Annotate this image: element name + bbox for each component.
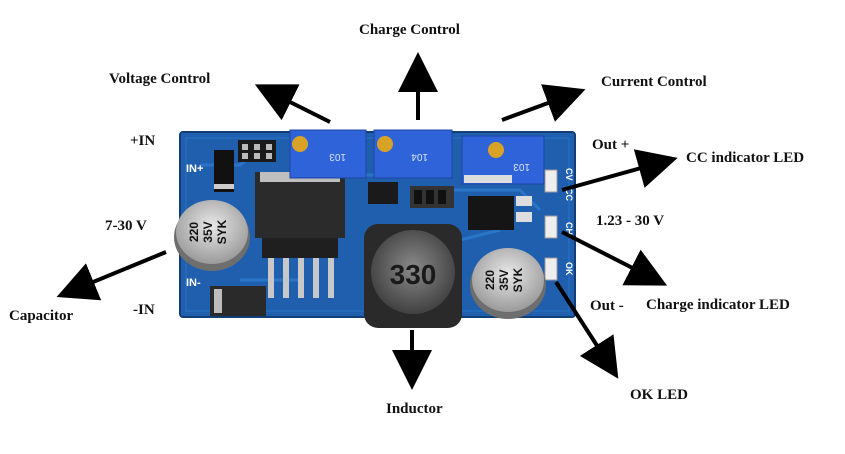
silk-ok: OK bbox=[564, 262, 574, 276]
label-input-range: 7-30 V bbox=[105, 218, 147, 234]
arrow-capacitor bbox=[56, 250, 167, 301]
arrow-voltage-control bbox=[254, 84, 331, 124]
label-in-plus: +IN bbox=[130, 133, 156, 149]
pin-header bbox=[238, 140, 276, 162]
label-out-plus: Out + bbox=[592, 137, 630, 153]
cap-right-voltage: 35V bbox=[497, 269, 511, 290]
label-out-minus: Out - bbox=[590, 298, 624, 314]
label-cc-indicator-led: CC indicator LED bbox=[686, 150, 805, 166]
label-capacitor: Capacitor bbox=[9, 308, 74, 324]
label-in-minus: -IN bbox=[133, 302, 155, 318]
led-cc bbox=[544, 169, 558, 193]
label-inductor: Inductor bbox=[386, 401, 443, 417]
silk-in-minus: IN- bbox=[186, 277, 201, 289]
pot-code-voltage: 103 bbox=[329, 151, 346, 162]
arrows bbox=[56, 52, 678, 390]
cap-left-value: 220 bbox=[187, 222, 201, 242]
silk-ch: CH bbox=[564, 222, 574, 235]
arrow-current-control bbox=[501, 84, 586, 122]
led-ok bbox=[544, 257, 558, 281]
regulator-ic bbox=[255, 172, 345, 298]
potentiometer-charge: 104 bbox=[373, 129, 453, 179]
arrow-ok-led bbox=[554, 280, 619, 379]
capacitor-right: 220 35V SYK bbox=[470, 248, 546, 319]
potentiometer-voltage: 103 bbox=[289, 129, 367, 179]
label-ok-led: OK LED bbox=[630, 387, 688, 403]
silk-cv: CV bbox=[564, 168, 574, 181]
label-charge-indicator-led: Charge indicator LED bbox=[646, 297, 790, 313]
pot-code-current: 103 bbox=[513, 161, 530, 172]
output-diode bbox=[210, 286, 266, 316]
inductor-component: 330 bbox=[364, 224, 462, 328]
inductor-marking: 330 bbox=[390, 259, 437, 290]
cap-left-brand: SYK bbox=[215, 219, 229, 244]
input-diode bbox=[214, 150, 234, 192]
silk-in-plus: IN+ bbox=[186, 163, 203, 175]
label-output-range: 1.23 - 30 V bbox=[596, 213, 665, 229]
led-ch bbox=[544, 215, 558, 239]
cap-right-value: 220 bbox=[483, 270, 497, 290]
silk-cc: CC bbox=[564, 188, 574, 201]
label-charge-control: Charge Control bbox=[359, 22, 460, 38]
label-current-control: Current Control bbox=[601, 74, 707, 90]
capacitor-left: 220 35V SYK bbox=[174, 200, 250, 271]
arrow-cc-led bbox=[561, 149, 678, 192]
pot-code-charge: 104 bbox=[411, 151, 428, 162]
cap-left-voltage: 35V bbox=[201, 221, 215, 242]
label-voltage-control: Voltage Control bbox=[109, 71, 211, 87]
arrow-charge-led bbox=[561, 230, 668, 286]
cap-right-brand: SYK bbox=[511, 267, 525, 292]
smd-components bbox=[368, 175, 532, 230]
